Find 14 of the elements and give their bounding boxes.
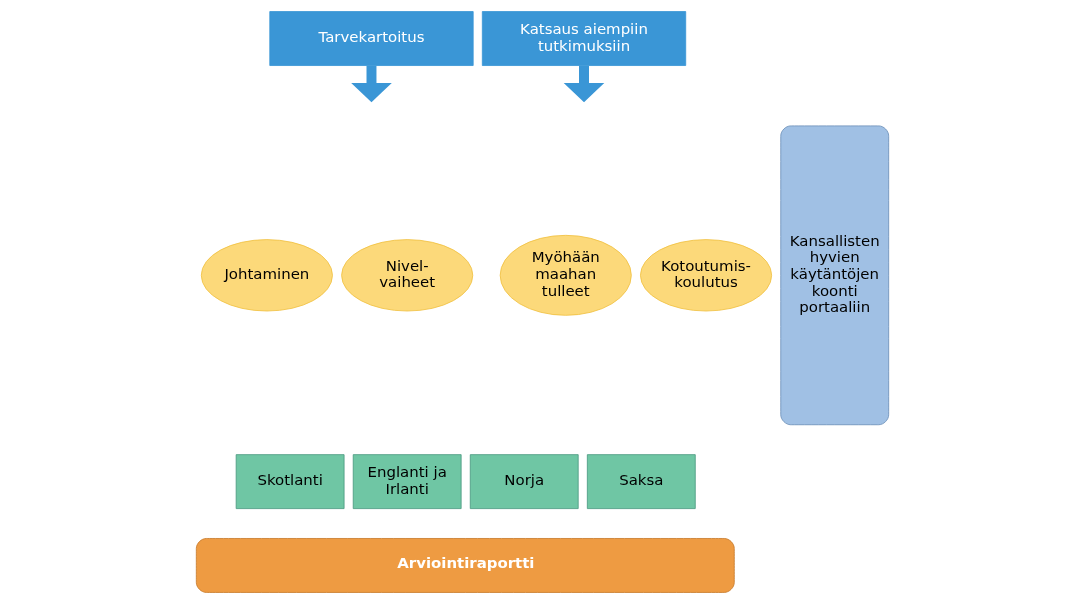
node-box: Arviointiraportti: [195, 538, 735, 593]
node-box: Saksa: [586, 454, 696, 509]
node-box: Englanti ja Irlanti: [352, 454, 462, 509]
node-ellipse: Myöhään maahan tulleet: [499, 234, 632, 316]
node-ellipse: Johtaminen: [200, 239, 333, 312]
node-box: Katsaus aiempiin tutkimuksiin: [481, 11, 686, 66]
node-ellipse: Nivel-vaiheet: [340, 239, 473, 312]
node-ellipse: Kotoutumis-koulutus: [639, 239, 772, 312]
node-box: Skotlanti: [235, 454, 344, 509]
node-box: Norja: [469, 454, 579, 509]
node-box: Kansallisten hyvien käytäntöjen koonti portaaliin: [779, 125, 889, 426]
arrow: [563, 65, 604, 103]
arrow: [350, 65, 392, 103]
node-box: Tarvekartoitus: [268, 11, 474, 66]
